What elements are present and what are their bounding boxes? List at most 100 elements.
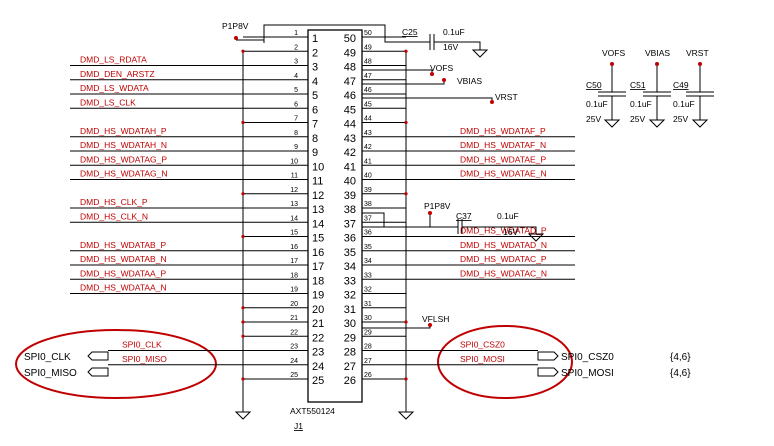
junction-49 xyxy=(404,49,408,53)
pin-number-30: 30 xyxy=(364,315,372,322)
c50-voltage: 25V xyxy=(586,114,601,124)
highlight-ellipse-left xyxy=(15,329,217,399)
net-label-19: DMD_HS_WDATAA_N xyxy=(80,283,167,293)
pin-number-10: 10 xyxy=(290,158,298,165)
pin-number-41: 41 xyxy=(364,158,372,165)
net-label-13: DMD_HS_CLK_P xyxy=(80,197,148,207)
pin-number-9: 9 xyxy=(294,144,298,151)
c49-ref: C49 xyxy=(673,80,689,90)
pin-number-46: 46 xyxy=(364,87,372,94)
sheet-ref-csz0: {4,6} xyxy=(670,352,691,363)
net-label-11: DMD_HS_WDATAG_N xyxy=(80,169,168,179)
pin-inner-8: 8 xyxy=(312,133,318,145)
junction-2 xyxy=(241,49,245,53)
pin-number-40: 40 xyxy=(364,173,372,180)
pin-inner-46: 46 xyxy=(344,90,356,102)
pin-inner-18: 18 xyxy=(312,275,324,287)
pin-inner-22: 22 xyxy=(312,332,324,344)
pin-number-43: 43 xyxy=(364,130,372,137)
pin-inner-17: 17 xyxy=(312,261,324,273)
pin-inner-29: 29 xyxy=(344,332,356,344)
static-graphics xyxy=(15,24,714,412)
p1p8v-top-label: P1P8V xyxy=(222,21,249,31)
net-label-9: DMD_HS_WDATAH_N xyxy=(80,140,167,150)
highlight-ellipse-right xyxy=(437,325,573,399)
vbias-label: VBIAS xyxy=(457,76,482,86)
pin-inner-44: 44 xyxy=(344,119,356,131)
vrst-label: VRST xyxy=(495,92,518,102)
pin-inner-5: 5 xyxy=(312,90,318,102)
c37-voltage: 16V xyxy=(503,227,518,237)
c25-ref: C25 xyxy=(402,27,418,37)
net-label-35: DMD_HS_WDATAD_N xyxy=(460,240,547,250)
pin-inner-38: 38 xyxy=(344,204,356,216)
pin-inner-24: 24 xyxy=(312,361,324,373)
port-spi0-clk: SPI0_CLK xyxy=(24,352,71,363)
c50-value: 0.1uF xyxy=(586,99,608,109)
pin-inner-49: 49 xyxy=(344,47,356,59)
pin-inner-19: 19 xyxy=(312,290,324,302)
pin-number-2: 2 xyxy=(294,44,298,51)
net-label-27: SPI0_MOSI xyxy=(460,354,505,364)
pin-inner-20: 20 xyxy=(312,304,324,316)
pin-number-1: 1 xyxy=(294,30,298,37)
pin-inner-26: 26 xyxy=(344,375,356,387)
p1p8v-mid-label: P1P8V xyxy=(424,201,451,211)
pin-number-44: 44 xyxy=(364,116,372,123)
pin-number-24: 24 xyxy=(290,358,298,365)
pin-inner-11: 11 xyxy=(312,176,323,188)
pin-number-18: 18 xyxy=(290,272,298,279)
pin-inner-23: 23 xyxy=(312,347,324,359)
net-label-34: DMD_HS_WDATAC_P xyxy=(460,254,547,264)
net-label-8: DMD_HS_WDATAH_P xyxy=(80,126,167,136)
pin-number-27: 27 xyxy=(364,358,372,365)
pin-inner-15: 15 xyxy=(312,233,324,245)
net-label-16: DMD_HS_WDATAB_P xyxy=(80,240,166,250)
pin-number-3: 3 xyxy=(294,59,298,66)
pin-inner-31: 31 xyxy=(344,304,356,316)
pin-inner-16: 16 xyxy=(312,247,324,259)
pin-number-33: 33 xyxy=(364,272,372,279)
pin-number-26: 26 xyxy=(364,372,372,379)
junction-25 xyxy=(241,377,245,381)
port-spi0-miso: SPI0_MISO xyxy=(24,368,77,379)
net-label-28: SPI0_CSZ0 xyxy=(460,340,505,350)
net-label-33: DMD_HS_WDATAC_N xyxy=(460,268,547,278)
sheet-ref-mosi: {4,6} xyxy=(670,368,691,379)
net-label-4: DMD_DEN_ARSTZ xyxy=(80,69,155,79)
pin-number-48: 48 xyxy=(364,59,372,66)
pin-inner-28: 28 xyxy=(344,347,356,359)
c51-ref: C51 xyxy=(630,80,646,90)
pin-inner-32: 32 xyxy=(344,290,356,302)
junction-39 xyxy=(404,192,408,196)
pin-inner-35: 35 xyxy=(344,247,356,259)
pin-number-36: 36 xyxy=(364,230,372,237)
net-label-6: DMD_LS_CLK xyxy=(80,97,136,107)
junction-15 xyxy=(241,234,245,239)
pin-number-17: 17 xyxy=(290,258,298,265)
pin-number-39: 39 xyxy=(364,187,372,194)
net-label-10: DMD_HS_WDATAG_P xyxy=(80,154,167,164)
vofs-label: VOFS xyxy=(430,63,453,73)
pin-number-15: 15 xyxy=(290,230,298,237)
pin-inner-9: 9 xyxy=(312,147,318,159)
pin-number-29: 29 xyxy=(364,329,372,336)
net-label-14: DMD_HS_CLK_N xyxy=(80,211,148,221)
port-spi0-csz0: SPI0_CSZ0 xyxy=(561,352,614,363)
net-label-23: SPI0_CLK xyxy=(122,340,162,350)
pin-inner-12: 12 xyxy=(312,190,324,202)
net-label-40: DMD_HS_WDATAE_N xyxy=(460,169,547,179)
pin-inner-13: 13 xyxy=(312,204,324,216)
c37-ref: C37 xyxy=(456,211,472,221)
cap-vbias-label: VBIAS xyxy=(645,48,670,58)
c51-value: 0.1uF xyxy=(630,99,652,109)
net-label-3: DMD_LS_RDATA xyxy=(80,55,147,65)
pin-inner-6: 6 xyxy=(312,104,318,116)
pin-inner-4: 4 xyxy=(312,76,318,88)
pin-number-50: 50 xyxy=(364,30,372,37)
net-label-18: DMD_HS_WDATAA_P xyxy=(80,268,166,278)
pin-number-23: 23 xyxy=(290,344,298,351)
c25-voltage: 16V xyxy=(443,42,458,52)
pin-number-35: 35 xyxy=(364,244,372,251)
